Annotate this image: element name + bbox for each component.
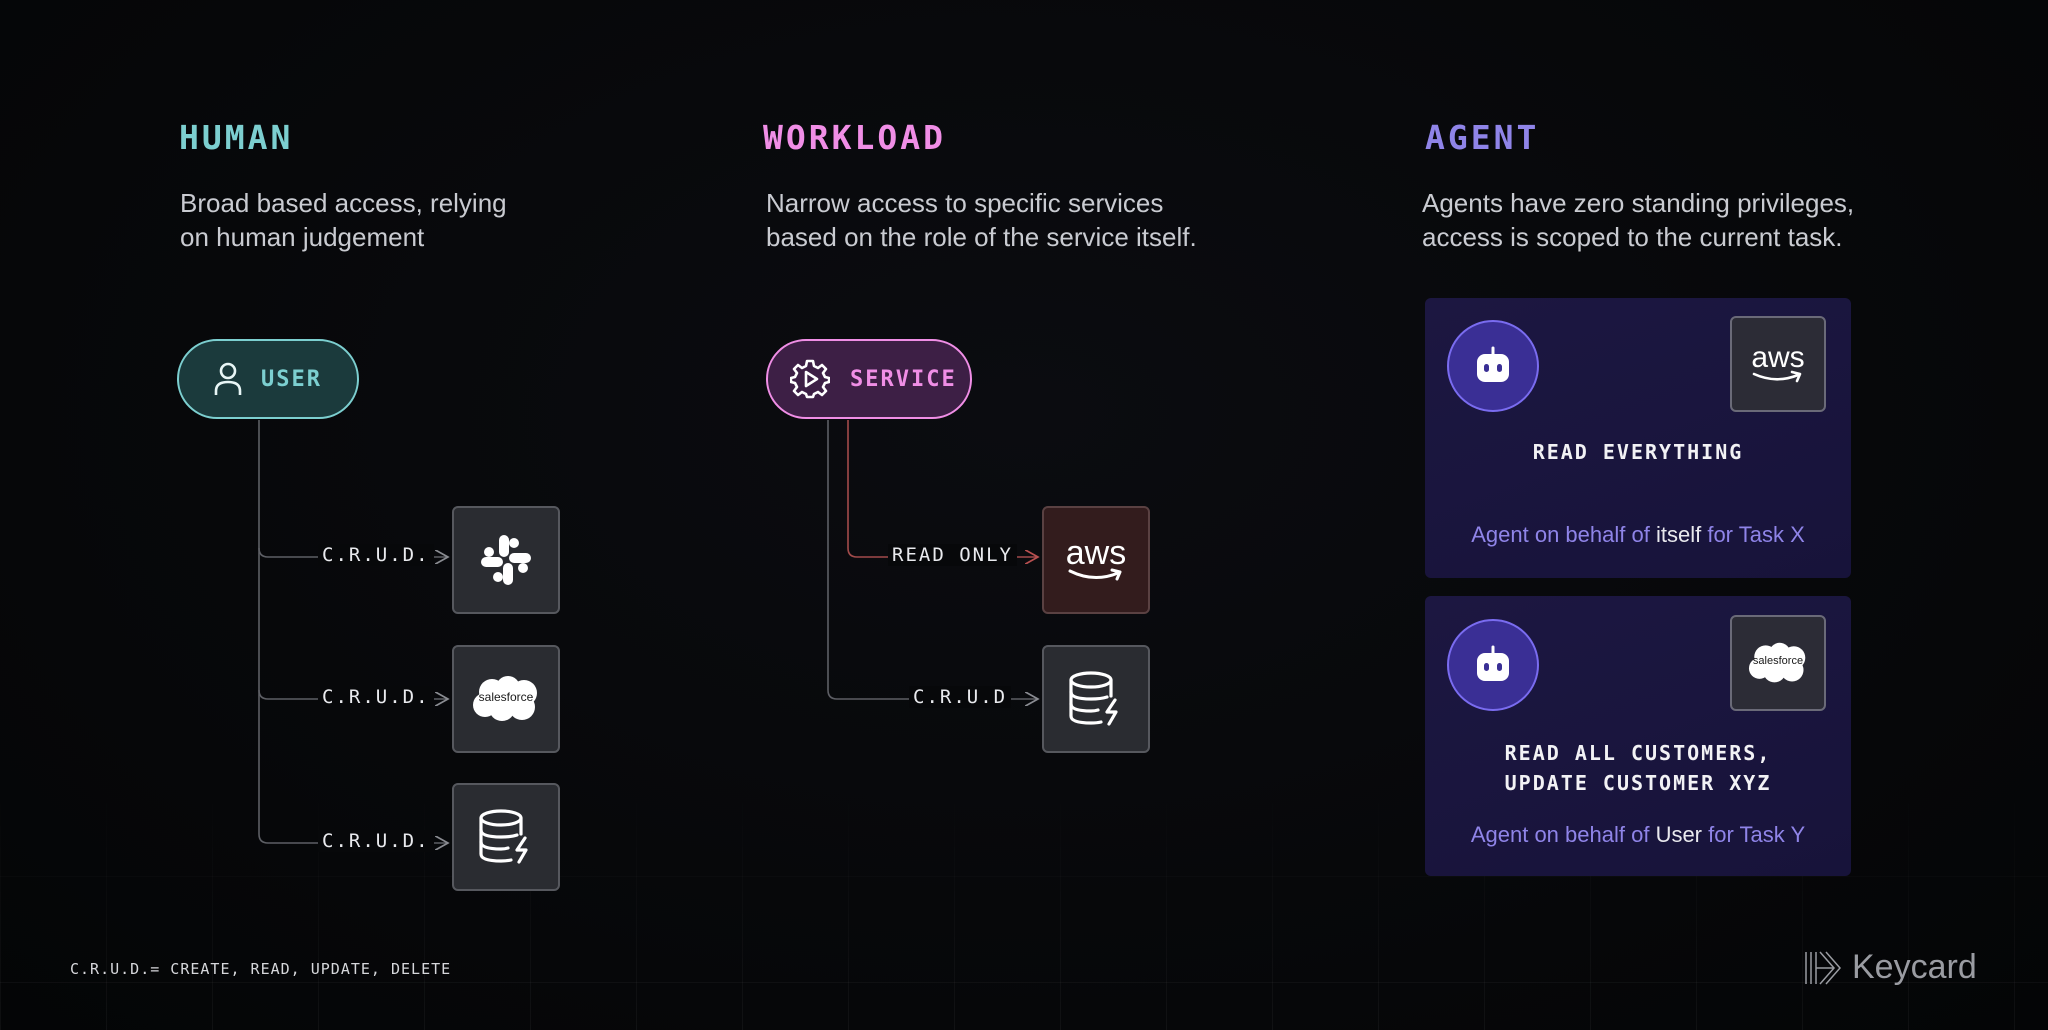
agent-task-card-1[interactable]: aws READ EVERYTHING Agent on behalf of i… <box>1425 298 1851 578</box>
agent-task-1-context: Agent on behalf of itself for Task X <box>1471 522 1805 547</box>
user-node-label: USER <box>261 366 322 392</box>
agent-task-2-context: Agent on behalf of User for Task Y <box>1470 822 1806 847</box>
salesforce-tile-human[interactable]: salesforce <box>452 645 560 753</box>
aws-tile-agent: aws <box>1730 316 1826 412</box>
human-trunk-line <box>258 420 269 844</box>
aws-tile-workload[interactable]: aws <box>1042 506 1150 614</box>
database-tile-workload[interactable] <box>1042 645 1150 753</box>
agent-task-1-scope: READ EVERYTHING <box>1532 440 1744 464</box>
crud-legend: C.R.U.D.= CREATE, READ, UPDATE, DELETE <box>70 960 452 978</box>
workload-title: WORKLOAD <box>763 118 946 157</box>
slack-icon <box>478 532 534 588</box>
user-icon <box>213 361 243 397</box>
database-icon <box>477 808 535 866</box>
keycard-logo-icon <box>1804 950 1844 986</box>
human-edge-1-line <box>258 547 448 557</box>
salesforce-icon: salesforce <box>470 674 542 724</box>
human-edge-label-1: C.R.U.D. <box>318 544 434 566</box>
human-edge-2-line <box>258 689 448 699</box>
agent-description: Agents have zero standing privileges, ac… <box>1422 188 1855 252</box>
robot-icon <box>1472 345 1514 387</box>
user-node[interactable]: USER <box>177 339 359 419</box>
database-icon <box>1067 670 1125 728</box>
human-edge-label-3: C.R.U.D. <box>318 830 434 852</box>
salesforce-wordmark: salesforce <box>478 690 534 704</box>
slack-tile[interactable] <box>452 506 560 614</box>
human-description: Broad based access, relying on human jud… <box>180 188 507 252</box>
salesforce-icon: salesforce <box>1746 641 1810 685</box>
workload-readonly-line <box>847 420 1038 557</box>
workload-trunk-line <box>827 420 1038 699</box>
workload-description: Narrow access to specific services based… <box>766 188 1197 252</box>
human-edge-label-2: C.R.U.D. <box>318 686 434 708</box>
keycard-wordmark: Keycard <box>1852 948 1977 986</box>
aws-wordmark: aws <box>1751 341 1805 374</box>
workload-edge-label-crud: C.R.U.D <box>909 686 1012 708</box>
aws-icon: aws <box>1064 535 1128 585</box>
aws-icon: aws <box>1749 342 1807 386</box>
agent-avatar <box>1447 619 1539 711</box>
human-title: HUMAN <box>179 118 294 157</box>
keycard-logo: Keycard <box>1804 948 1977 987</box>
agent-task-card-2[interactable]: salesforce READ ALL CUSTOMERS, UPDATE CU… <box>1425 596 1851 876</box>
agent-title: AGENT <box>1425 118 1540 157</box>
gear-play-icon <box>790 359 830 399</box>
agent-avatar <box>1447 320 1539 412</box>
service-node[interactable]: SERVICE <box>766 339 972 419</box>
salesforce-tile-agent: salesforce <box>1730 615 1826 711</box>
database-tile-human[interactable] <box>452 783 560 891</box>
workload-edge-label-readonly: READ ONLY <box>888 544 1017 566</box>
robot-icon <box>1472 644 1514 686</box>
service-node-label: SERVICE <box>850 366 957 392</box>
salesforce-wordmark: salesforce <box>1752 655 1804 667</box>
agent-task-2-scope: READ ALL CUSTOMERS, UPDATE CUSTOMER XYZ <box>1504 741 1772 795</box>
aws-wordmark: aws <box>1065 534 1127 572</box>
